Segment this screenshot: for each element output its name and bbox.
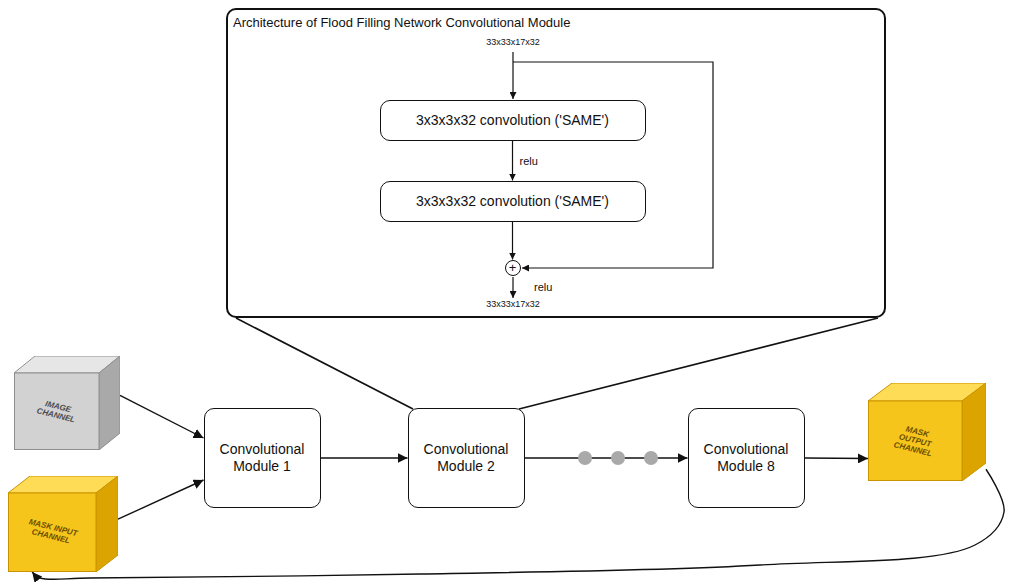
tensor-shape: 33x33x17x32 — [486, 38, 540, 48]
cube-front — [9, 493, 97, 572]
arrow-connector — [512, 141, 513, 181]
cube-label: MASK INPUT CHANNEL — [22, 517, 83, 549]
box-text: Convolutional Module 8 — [697, 441, 796, 475]
box-text: + — [509, 262, 517, 274]
panel-title: Architecture of Flood Filling Network Co… — [233, 15, 570, 31]
arrow-connector — [805, 457, 869, 459]
box-text: Convolutional Module 1 — [213, 441, 312, 475]
arrow-connector — [321, 457, 408, 458]
skip-connection — [513, 62, 713, 268]
module-panel: Architecture of Flood Filling Network Co… — [226, 8, 886, 318]
cube-label: IMAGE CHANNEL — [26, 396, 87, 428]
box-text: 3x3x3x32 convolution ('SAME') — [416, 193, 609, 210]
arrow-connector — [118, 480, 204, 519]
activation-label: relu — [520, 155, 538, 167]
box-text: 3x3x3x32 convolution ('SAME') — [416, 112, 609, 129]
cube-front — [15, 373, 100, 450]
tensor-shape: 33x33x17x32 — [486, 300, 540, 310]
box-text: Convolutional Module 2 — [417, 441, 516, 475]
cube-shape — [8, 476, 118, 572]
cube-label: MASK OUTPUT CHANNEL — [884, 421, 947, 462]
mask-output-cube: MASK OUTPUT CHANNEL — [868, 383, 986, 481]
cube-side — [96, 476, 118, 572]
mask-input-cube: MASK INPUT CHANNEL — [8, 476, 118, 572]
convolution-box: 3x3x3x32 convolution ('SAME') — [380, 100, 646, 141]
sum-node: + — [505, 260, 521, 276]
output-arrow — [512, 277, 513, 298]
module-box: Convolutional Module 2 — [408, 408, 525, 508]
cube-shape — [14, 356, 120, 450]
ellipsis-dot — [578, 451, 592, 465]
image-channel-cube: IMAGE CHANNEL — [14, 356, 120, 450]
module-box: Convolutional Module 1 — [204, 408, 321, 508]
cube-side — [962, 383, 986, 481]
zoom-line — [236, 318, 413, 409]
module-box: Convolutional Module 8 — [688, 408, 805, 508]
input-arrow — [512, 52, 513, 99]
zoom-line — [519, 318, 878, 409]
arrow-connector — [512, 222, 513, 260]
arrow-connector — [525, 457, 688, 458]
ellipsis-dot — [644, 451, 658, 465]
ellipsis-dot — [611, 451, 625, 465]
arrow-connector — [120, 395, 204, 438]
cube-front — [869, 401, 963, 481]
cube-side — [99, 356, 120, 450]
convolution-box: 3x3x3x32 convolution ('SAME') — [380, 181, 646, 222]
activation-label: relu — [534, 281, 552, 293]
